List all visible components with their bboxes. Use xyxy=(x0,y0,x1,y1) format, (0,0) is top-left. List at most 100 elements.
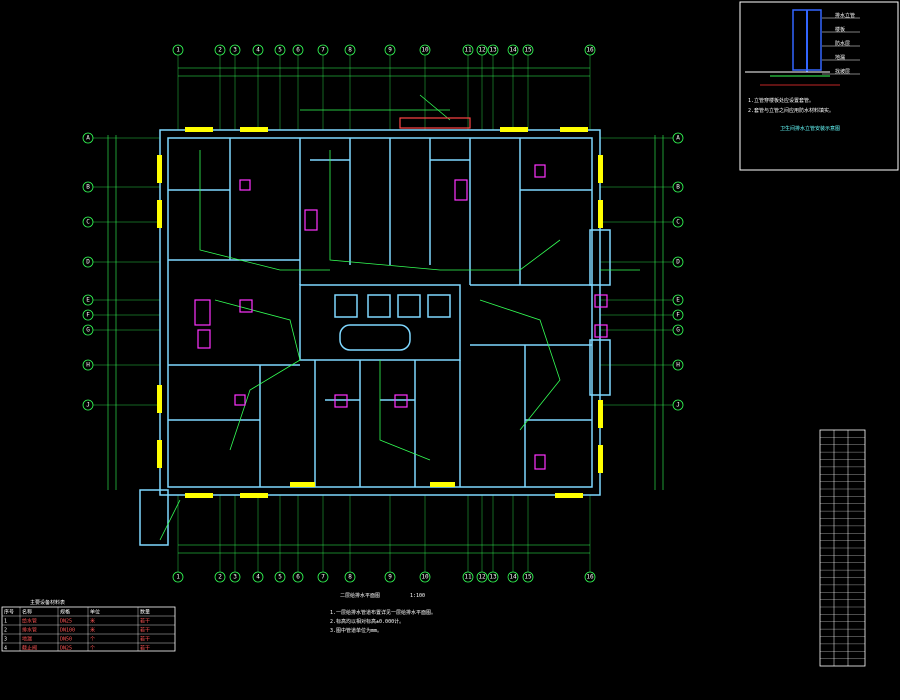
pipe-network xyxy=(159,94,640,541)
legend-title: 主要设备材料表 xyxy=(30,599,65,606)
grid-bubble-label: 7 xyxy=(321,47,325,54)
grid-bubble-label: 11 xyxy=(464,47,472,54)
grid-bubble-label: H xyxy=(86,362,90,369)
legend-cell: 若干 xyxy=(140,645,150,652)
legend-cell: 若干 xyxy=(140,627,150,634)
legend-cell: 排水管 xyxy=(22,627,37,634)
grid-bubble-label: 16 xyxy=(586,47,594,54)
legend-cell: 截止阀 xyxy=(22,645,37,652)
legend-cell: DN25 xyxy=(60,646,72,652)
legend-cell: DN25 xyxy=(60,619,72,625)
plan-note-2: 2.标高均以相对标高±0.000计。 xyxy=(330,618,404,625)
grid-bubble-label: D xyxy=(676,259,680,266)
grid-bubble-label: 13 xyxy=(489,47,497,54)
detail-note-1: 1.立管穿楼板处应设置套管。 xyxy=(748,97,814,104)
grid-bubble-label: 5 xyxy=(278,47,282,54)
grid-bubble-label: 1 xyxy=(176,47,180,54)
grid-bubble-label: B xyxy=(86,184,90,191)
grid-bubble-label: 7 xyxy=(321,574,325,581)
grid-bubble-label: 10 xyxy=(421,47,429,54)
grid-bubble-label: J xyxy=(676,402,680,409)
grid-bubble-label: E xyxy=(86,297,90,304)
legend-cell: 规格 xyxy=(60,609,70,616)
legend-cell: 个 xyxy=(90,646,95,652)
plan-note-1: 1.一层给排水管道布置详见一层给排水平面图。 xyxy=(330,609,436,616)
grid-bubble-label: 2 xyxy=(218,574,222,581)
legend-cell: 单位 xyxy=(90,609,100,616)
legend-cell: 3 xyxy=(4,637,7,643)
detail-label: 楼板 xyxy=(835,26,845,33)
grid-bubble-label: 13 xyxy=(489,574,497,581)
grid-bubble-label: H xyxy=(676,362,680,369)
grid-bubble-label: 6 xyxy=(296,574,300,581)
legend-cell: 1 xyxy=(4,619,7,625)
grid-bubble-label: G xyxy=(676,327,680,334)
plan-scale: 1:100 xyxy=(410,593,425,599)
grid-bubble-label: F xyxy=(86,312,90,319)
grid-bubble-label: C xyxy=(676,219,680,226)
grid-bubble-label: 1 xyxy=(176,574,180,581)
grid-bubble-label: 5 xyxy=(278,574,282,581)
grid-bubble-label: 9 xyxy=(388,47,392,54)
grid-bubble-label: 2 xyxy=(218,47,222,54)
grid-bubble-label: 11 xyxy=(464,574,472,581)
legend-cell: DN50 xyxy=(60,637,72,643)
dimension-lines xyxy=(107,67,664,554)
grid-bubble-label: D xyxy=(86,259,90,266)
detail-label: 找坡层 xyxy=(835,68,850,75)
grid-bubble-label: 6 xyxy=(296,47,300,54)
detail-label: 地漏 xyxy=(835,54,845,61)
grid-bubble-label: 9 xyxy=(388,574,392,581)
grid-bubble-label: 15 xyxy=(524,47,532,54)
legend-cell: 2 xyxy=(4,628,7,634)
grid-bubble-label: E xyxy=(676,297,680,304)
detail-label: 防水层 xyxy=(835,40,850,47)
grid-bubble-label: 16 xyxy=(586,574,594,581)
grid-bubble-label: 12 xyxy=(478,574,486,581)
grid-bubble-label: J xyxy=(86,402,90,409)
legend-cell: 给水管 xyxy=(22,618,37,625)
legend-cell: 名称 xyxy=(22,609,32,616)
grid-bubble-label: 14 xyxy=(509,47,517,54)
legend-cell: 若干 xyxy=(140,618,150,625)
legend-cell: 米 xyxy=(90,627,95,634)
fixture-markers xyxy=(194,117,608,470)
detail-label: 排水立管 xyxy=(835,12,855,19)
grid-bubble-label: 3 xyxy=(233,574,237,581)
legend-cell: 个 xyxy=(90,637,95,643)
plan-note-3: 3.图中管道单位为mm。 xyxy=(330,627,382,634)
grid-bubble-label: 3 xyxy=(233,47,237,54)
grid-bubble-label: 15 xyxy=(524,574,532,581)
grid-bubble-label: A xyxy=(86,135,90,142)
legend-cell: DN100 xyxy=(60,628,75,634)
grid-bubble-label: A xyxy=(676,135,680,142)
grid-bubble-label: 10 xyxy=(421,574,429,581)
grid-bubble-label: 8 xyxy=(348,574,352,581)
grid-bubble-label: B xyxy=(676,184,680,191)
grid-bubble-label: 4 xyxy=(256,574,260,581)
legend-cell: 若干 xyxy=(140,636,150,643)
grid-bubble-label: C xyxy=(86,219,90,226)
schedule-table xyxy=(819,429,866,667)
plan-title: 二层给排水平面图 xyxy=(340,592,380,599)
grid-bubble-label: 12 xyxy=(478,47,486,54)
grid-bubble-label: 4 xyxy=(256,47,260,54)
grid-bubble-label: 8 xyxy=(348,47,352,54)
building-walls xyxy=(139,129,611,546)
window-bands xyxy=(157,127,603,498)
legend-cell: 数量 xyxy=(140,609,150,616)
detail-title: 卫生间排水立管安装示意图 xyxy=(780,125,840,132)
legend-cell: 米 xyxy=(90,618,95,625)
legend-cell: 4 xyxy=(4,646,7,652)
legend-cell: 序号 xyxy=(4,609,14,616)
grid-bubble-label: 14 xyxy=(509,574,517,581)
detail-note-2: 2.套管与立管之间应用防水材料填实。 xyxy=(748,107,834,114)
legend-cell: 地漏 xyxy=(22,636,32,643)
